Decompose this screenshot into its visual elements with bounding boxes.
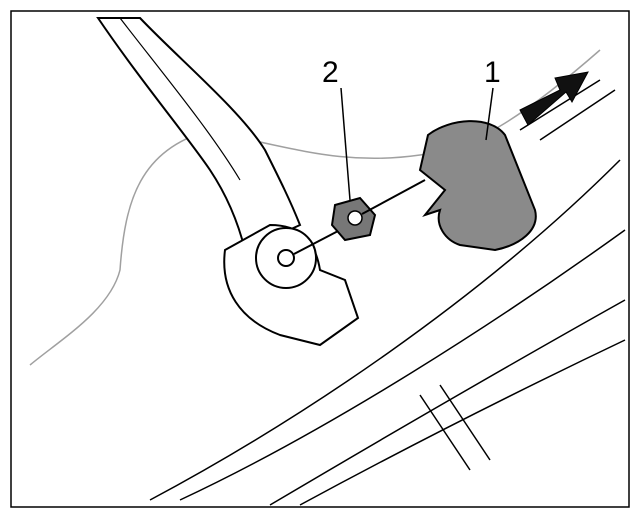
cowl-line-1	[149, 159, 621, 501]
cowl-line-4	[299, 339, 626, 506]
cowl-right-lines	[519, 79, 616, 141]
cowl-slot	[419, 384, 491, 471]
shaft-leader	[293, 229, 341, 255]
callout-2-label: 2	[322, 56, 339, 89]
nut-leader	[361, 179, 426, 215]
nut-hole	[347, 210, 363, 226]
frame-border	[10, 10, 630, 508]
callout-2-leader	[340, 87, 351, 201]
callout-1-label: 1	[484, 56, 501, 89]
removal-arrow-icon	[519, 71, 589, 126]
pivot-shaft	[277, 249, 295, 267]
cowl-line-3	[269, 299, 626, 506]
cowl-line-2	[179, 229, 626, 501]
wiper-arm	[96, 17, 302, 252]
wiper-arm-inner	[119, 17, 241, 181]
cover-cap	[418, 120, 537, 252]
callout-1-leader	[485, 87, 494, 141]
